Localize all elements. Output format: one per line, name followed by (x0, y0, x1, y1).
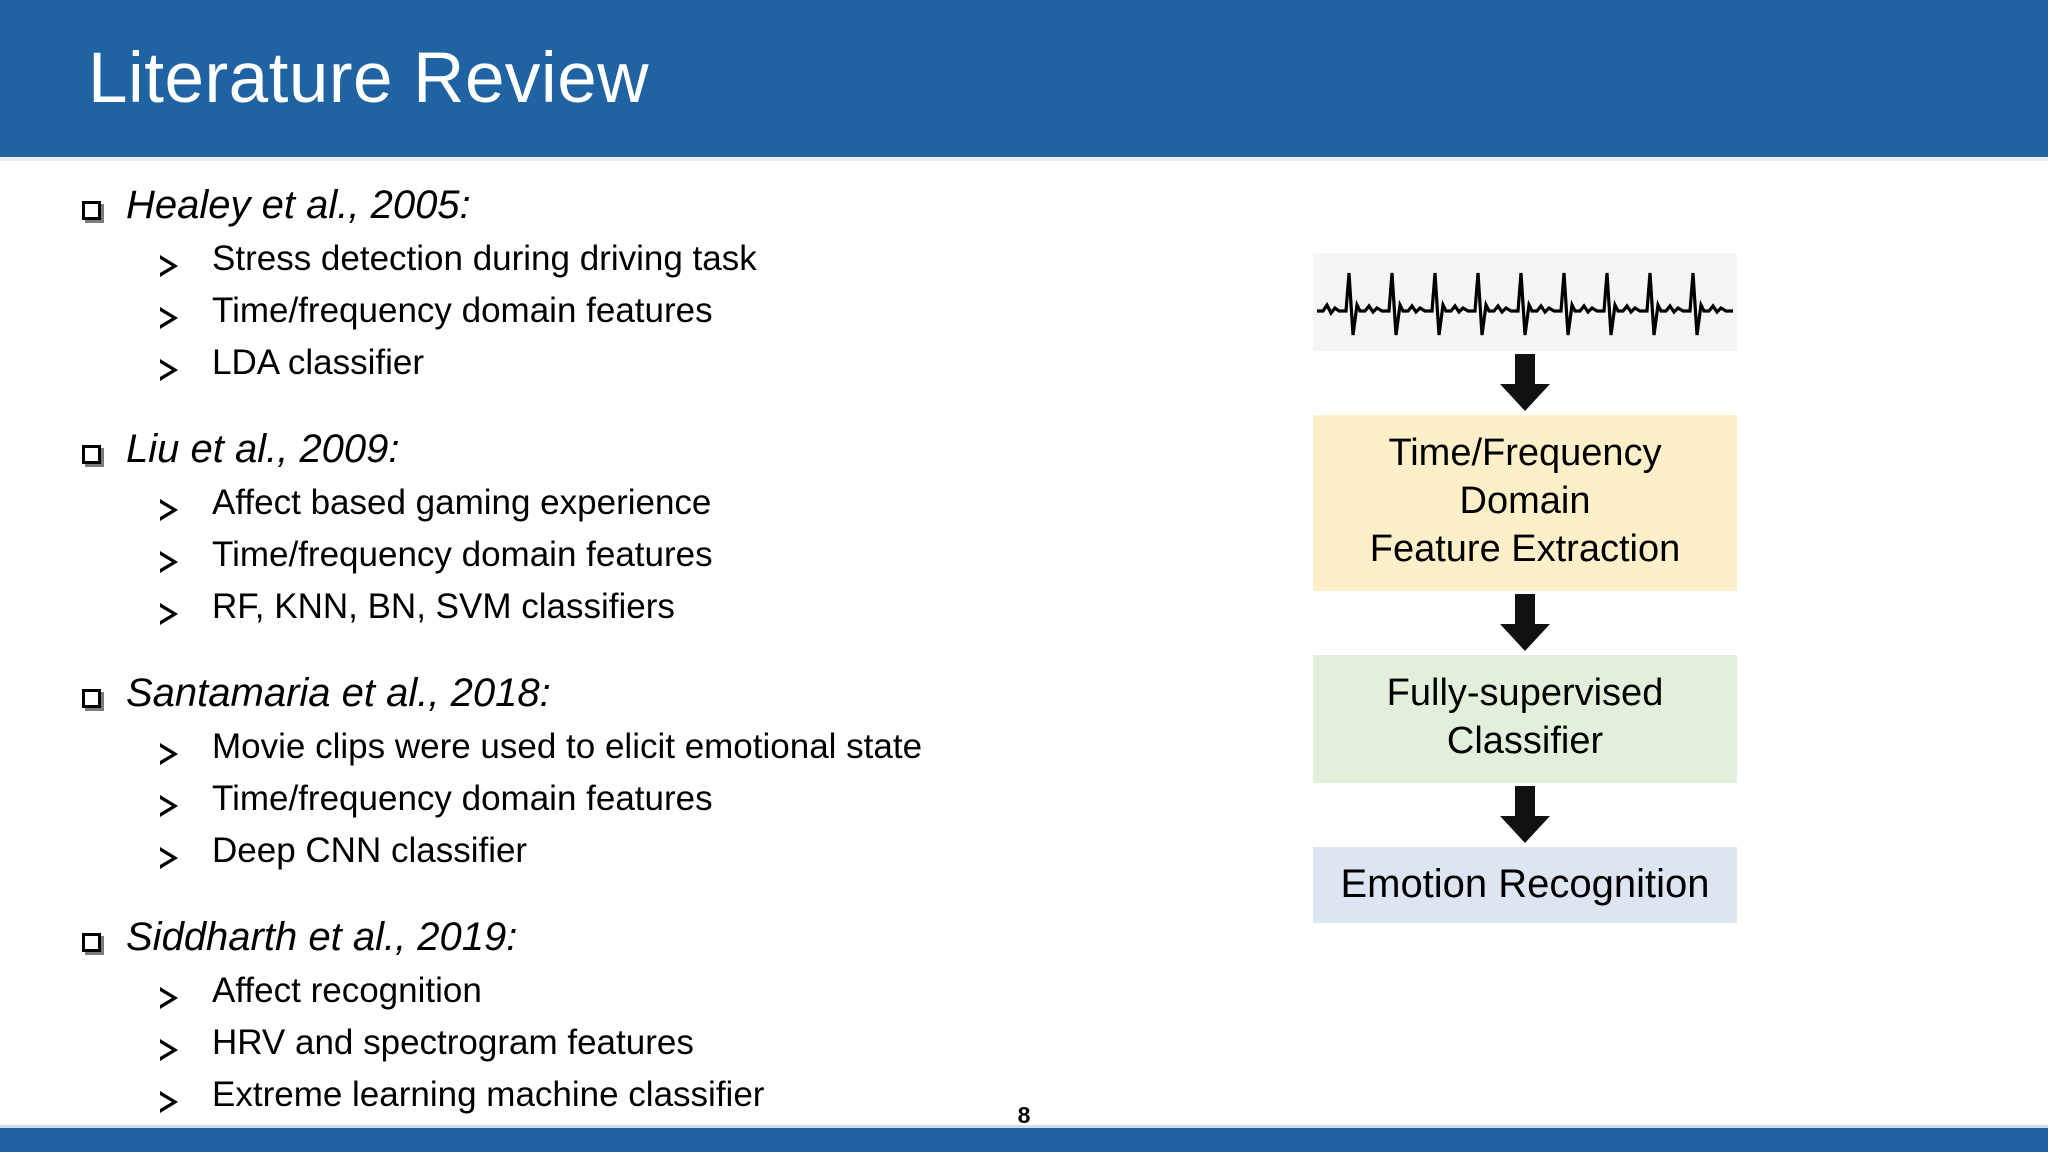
literature-group-header: Santamaria et al., 2018: (80, 666, 1260, 723)
down-arrow-icon (1313, 351, 1737, 415)
sub-point-label: Time/frequency domain features (212, 535, 713, 574)
square-bullet-icon (80, 427, 126, 479)
arrow-bullet-icon (160, 296, 212, 340)
list-item: HRV and spectrogram features (80, 1021, 1260, 1072)
sub-point-label: Affect recognition (212, 971, 482, 1010)
list-item: RF, KNN, BN, SVM classifiers (80, 585, 1260, 636)
arrow-bullet-icon (160, 976, 212, 1020)
flow-step-line: Feature Extraction (1369, 528, 1681, 570)
square-bullet-icon (80, 915, 126, 967)
sub-point-label: Affect based gaming experience (212, 483, 712, 522)
slide-header-bar (0, 0, 2048, 157)
list-item: LDA classifier (80, 341, 1260, 392)
citation-label: Santamaria et al., 2018: (126, 671, 551, 715)
square-bullet-icon (80, 183, 126, 235)
literature-list: Healey et al., 2005: Stress detection du… (80, 178, 1260, 1124)
square-bullet-icon (80, 671, 126, 723)
flow-step-line: Emotion Recognition (1340, 862, 1710, 906)
ecg-waveform-image (1313, 253, 1737, 351)
sub-point-label: LDA classifier (212, 343, 425, 382)
sub-point-label: Deep CNN classifier (212, 831, 528, 870)
pipeline-flowchart: Time/Frequency Domain Feature Extraction… (1313, 253, 1737, 923)
literature-group-header: Liu et al., 2009: (80, 422, 1260, 479)
arrow-bullet-icon (160, 592, 212, 636)
list-item: Affect based gaming experience (80, 481, 1260, 532)
arrow-bullet-icon (160, 1028, 212, 1072)
citation-label: Siddharth et al., 2019: (126, 915, 518, 959)
flow-step-line: Fully-supervised (1386, 672, 1664, 714)
arrow-bullet-icon (160, 784, 212, 828)
sub-point-list: Affect recognition HRV and spectrogram f… (80, 969, 1260, 1124)
literature-group: Santamaria et al., 2018: Movie clips wer… (80, 666, 1260, 880)
list-item: Deep CNN classifier (80, 829, 1260, 880)
footer-hairline (0, 1125, 2048, 1128)
literature-group-header: Healey et al., 2005: (80, 178, 1260, 235)
literature-group: Siddharth et al., 2019: Affect recogniti… (80, 910, 1260, 1124)
flow-step-feature-extraction: Time/Frequency Domain Feature Extraction (1313, 415, 1737, 591)
sub-point-label: Time/frequency domain features (212, 779, 713, 818)
arrow-bullet-icon (160, 732, 212, 776)
list-item: Affect recognition (80, 969, 1260, 1020)
arrow-bullet-icon (160, 1080, 212, 1124)
slide-footer-bar (0, 1128, 2048, 1152)
list-item: Stress detection during driving task (80, 237, 1260, 288)
list-item: Time/frequency domain features (80, 777, 1260, 828)
list-item: Time/frequency domain features (80, 289, 1260, 340)
literature-group: Liu et al., 2009: Affect based gaming ex… (80, 422, 1260, 636)
flow-step-emotion-recognition: Emotion Recognition (1313, 847, 1737, 923)
sub-point-label: Stress detection during driving task (212, 239, 757, 278)
header-underline (0, 157, 2048, 161)
down-arrow-icon (1313, 591, 1737, 655)
sub-point-list: Stress detection during driving task Tim… (80, 237, 1260, 392)
flow-step-line: Domain (1459, 480, 1591, 522)
arrow-bullet-icon (160, 488, 212, 532)
flow-step-classifier: Fully-supervised Classifier (1313, 655, 1737, 783)
sub-point-label: RF, KNN, BN, SVM classifiers (212, 587, 675, 626)
sub-point-label: HRV and spectrogram features (212, 1023, 694, 1062)
sub-point-list: Movie clips were used to elicit emotiona… (80, 725, 1260, 880)
down-arrow-icon (1313, 783, 1737, 847)
literature-group-header: Siddharth et al., 2019: (80, 910, 1260, 967)
list-item: Movie clips were used to elicit emotiona… (80, 725, 1260, 776)
citation-label: Healey et al., 2005: (126, 183, 471, 227)
list-item: Extreme learning machine classifier (80, 1073, 1260, 1124)
list-item: Time/frequency domain features (80, 533, 1260, 584)
flow-step-line: Classifier (1446, 720, 1604, 762)
literature-group: Healey et al., 2005: Stress detection du… (80, 178, 1260, 392)
sub-point-list: Affect based gaming experience Time/freq… (80, 481, 1260, 636)
sub-point-label: Movie clips were used to elicit emotiona… (212, 727, 923, 766)
sub-point-label: Extreme learning machine classifier (212, 1075, 765, 1114)
arrow-bullet-icon (160, 348, 212, 392)
arrow-bullet-icon (160, 540, 212, 584)
flow-step-line: Time/Frequency (1388, 432, 1662, 474)
slide-number: 8 (1017, 1102, 1031, 1128)
arrow-bullet-icon (160, 244, 212, 288)
sub-point-label: Time/frequency domain features (212, 291, 713, 330)
arrow-bullet-icon (160, 836, 212, 880)
page-title: Literature Review (88, 39, 649, 118)
citation-label: Liu et al., 2009: (126, 427, 400, 471)
